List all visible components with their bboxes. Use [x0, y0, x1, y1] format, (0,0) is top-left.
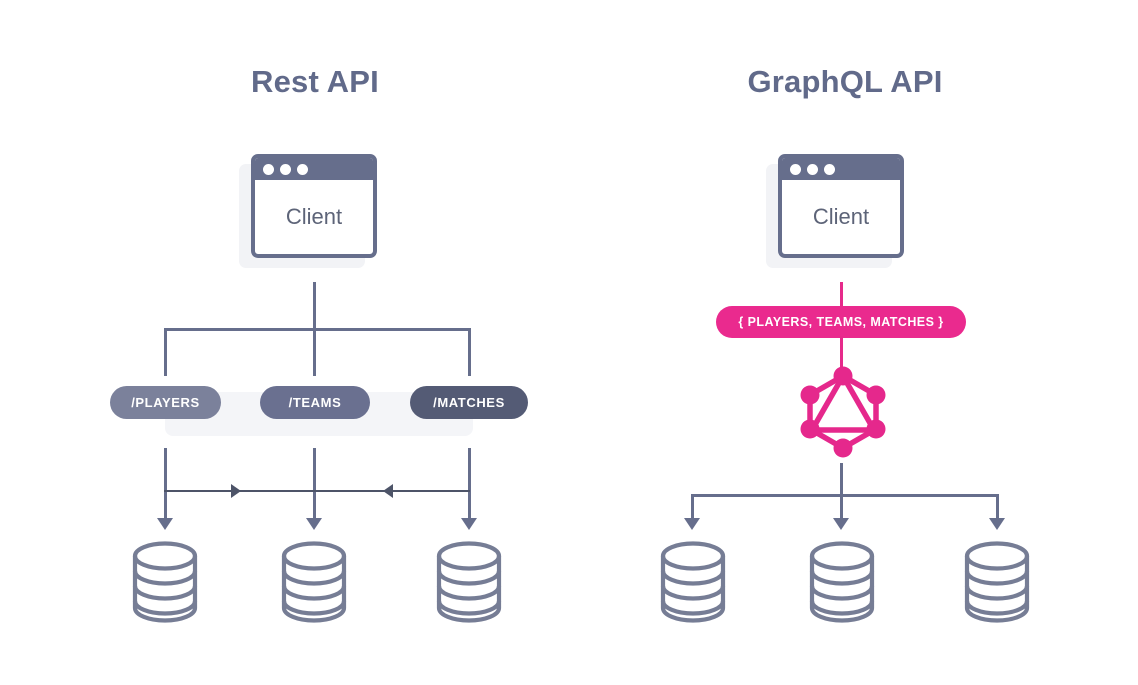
graphql-client-titlebar: [782, 158, 900, 180]
graphql-bus-drop-right: [996, 494, 999, 521]
graphql-arrow-down-right: [989, 518, 1005, 530]
graphql-bus-drop-center: [840, 494, 843, 521]
database-icon: [660, 541, 726, 623]
database-3: [963, 541, 1031, 623]
endpoint-pill-matches[interactable]: /MATCHES: [410, 386, 528, 419]
rest-client-titlebar: [255, 158, 373, 180]
rest-bus-drop-center: [313, 328, 316, 376]
graphql-arrow-down-center: [833, 518, 849, 530]
endpoint-pill-teams[interactable]: /TEAMS: [260, 386, 370, 419]
graphql-logo: [800, 366, 886, 458]
graphql-arrow-down-left: [684, 518, 700, 530]
window-dot-icon: [280, 163, 291, 175]
window-dot-icon: [263, 163, 274, 175]
window-dot-icon: [824, 163, 835, 175]
rest-client-label: Client: [285, 204, 343, 229]
graphql-distribution-bus: [692, 494, 998, 497]
database-icon: [436, 541, 502, 623]
graphql-bus-drop-left: [691, 494, 694, 521]
database-teams: [280, 541, 348, 623]
graphql-query-pill[interactable]: { PLAYERS, TEAMS, MATCHES }: [716, 306, 966, 338]
rest-endpoint-stem-players: [164, 448, 167, 521]
database-icon: [809, 541, 875, 623]
endpoint-pill-players[interactable]: /PLAYERS: [110, 386, 221, 419]
graphql-query-stem-lower: [840, 336, 843, 370]
graphql-client-window: Client: [766, 154, 904, 268]
rest-cross-arrow-left-icon: [383, 484, 393, 498]
rest-distribution-bus: [165, 328, 471, 331]
window-dot-icon: [790, 163, 801, 175]
database-players: [131, 541, 199, 623]
rest-client-stem: [313, 282, 316, 330]
rest-arrow-down-players: [157, 518, 173, 530]
database-icon: [132, 541, 198, 623]
database-2: [808, 541, 876, 623]
rest-arrow-down-teams: [306, 518, 322, 530]
rest-bus-drop-left: [164, 328, 167, 376]
database-1: [659, 541, 727, 623]
rest-cross-arrow-right-icon: [231, 484, 241, 498]
rest-bus-drop-right: [468, 328, 471, 376]
database-icon: [281, 541, 347, 623]
rest-client-frame: Client: [251, 154, 377, 258]
graphql-api-title: GraphQL API: [747, 64, 943, 99]
window-dot-icon: [297, 163, 308, 175]
rest-endpoint-stem-matches: [468, 448, 471, 521]
rest-endpoint-stem-teams: [313, 448, 316, 521]
graphql-logo-icon: [800, 366, 886, 458]
graphql-client-frame: Client: [778, 154, 904, 258]
rest-arrow-down-matches: [461, 518, 477, 530]
rest-api-title: Rest API: [251, 64, 379, 99]
database-matches: [435, 541, 503, 623]
window-dot-icon: [807, 163, 818, 175]
rest-client-window: Client: [239, 154, 377, 268]
graphql-client-label: Client: [812, 204, 870, 229]
graphql-resolver-stem: [840, 463, 843, 496]
database-icon: [964, 541, 1030, 623]
graphql-query-stem-upper: [840, 282, 843, 310]
